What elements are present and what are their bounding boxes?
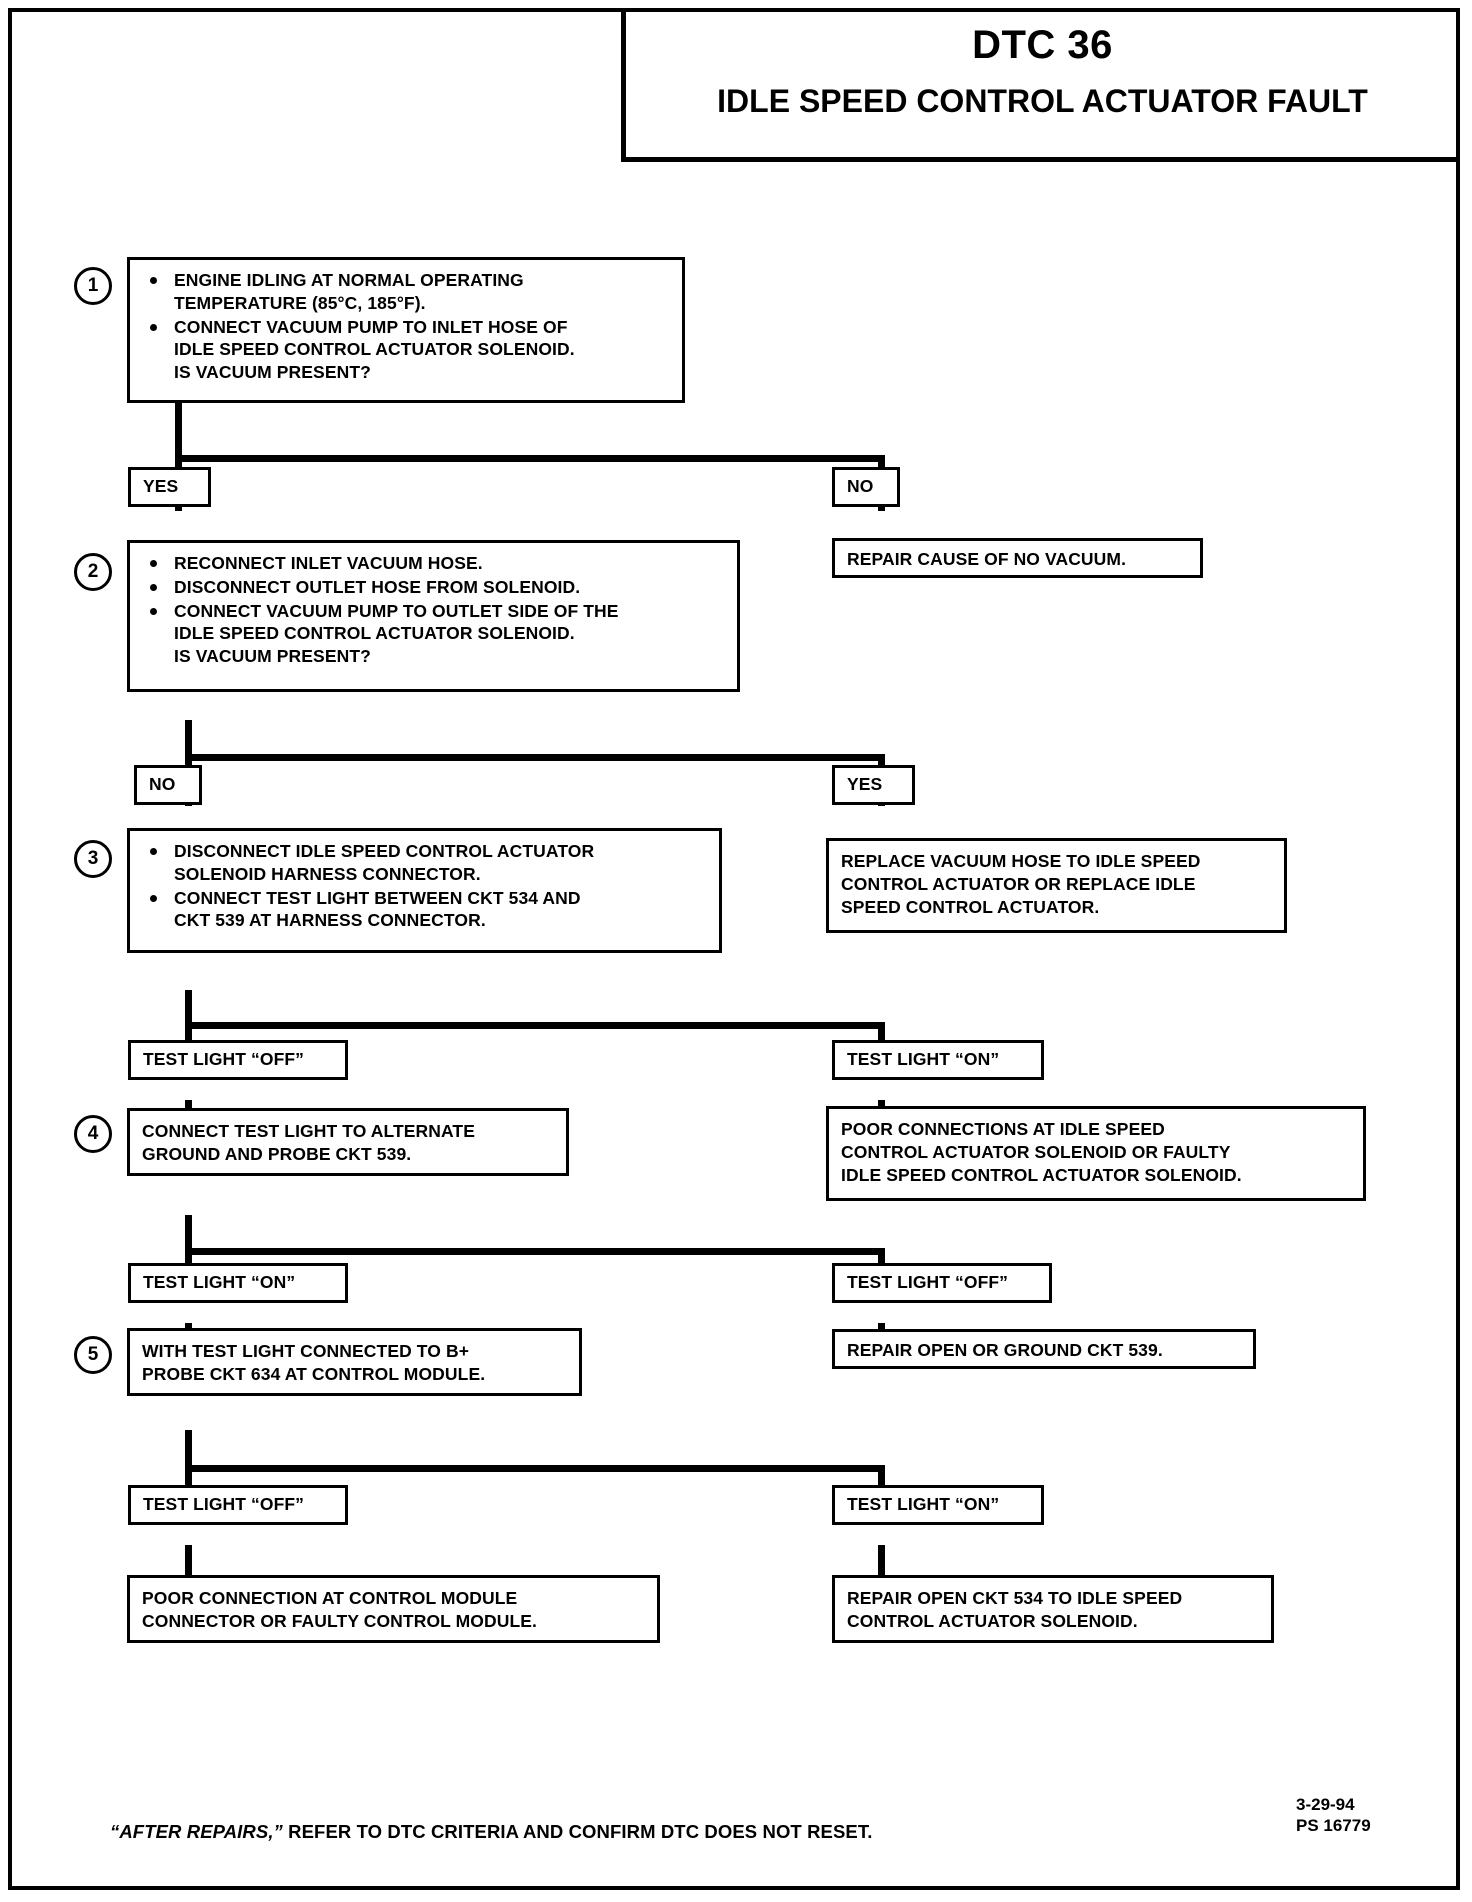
step-3-box: DISCONNECT IDLE SPEED CONTROL ACTUATOR S… [127, 828, 722, 953]
label-test-light-off-1: TEST LIGHT “OFF” [128, 1040, 348, 1080]
step-2-bullet-2: DISCONNECT OUTLET HOSE FROM SOLENOID. [142, 576, 727, 599]
connector-step2-branch [185, 754, 885, 761]
step-1-bullet-2: CONNECT VACUUM PUMP TO INLET HOSE OF IDL… [142, 316, 672, 384]
label-test-light-on-1: TEST LIGHT “ON” [832, 1040, 1044, 1080]
result-poor-connection-control-module: POOR CONNECTION AT CONTROL MODULE CONNEC… [127, 1575, 660, 1643]
label-yes-1: YES [128, 467, 211, 507]
label-no-1: NO [832, 467, 900, 507]
step-1-bullet-1: ENGINE IDLING AT NORMAL OPERATING TEMPER… [142, 269, 672, 315]
result-replace-vacuum-hose: REPLACE VACUUM HOSE TO IDLE SPEED CONTRO… [826, 838, 1287, 933]
footer-note: “AFTER REPAIRS,” REFER TO DTC CRITERIA A… [110, 1821, 872, 1843]
footer-date: 3-29-94 [1296, 1795, 1355, 1814]
label-test-light-on-2: TEST LIGHT “ON” [128, 1263, 348, 1303]
connector-step4-branch [185, 1248, 885, 1255]
footer-doc-id: PS 16779 [1296, 1816, 1371, 1836]
connector-step1-branch [175, 455, 885, 462]
result-repair-open-534: REPAIR OPEN CKT 534 TO IDLE SPEED CONTRO… [832, 1575, 1274, 1643]
footer-note-emphasis: “AFTER REPAIRS,” [110, 1821, 283, 1842]
connector-step4-down [185, 1215, 192, 1277]
footer-note-text: REFER TO DTC CRITERIA AND CONFIRM DTC DO… [282, 1821, 873, 1842]
label-yes-2: YES [832, 765, 915, 805]
connector-step3-down [185, 990, 192, 1052]
result-repair-no-vacuum: REPAIR CAUSE OF NO VACUUM. [832, 538, 1203, 578]
step-3-bullet-1: DISCONNECT IDLE SPEED CONTROL ACTUATOR S… [142, 840, 709, 886]
dtc-code: DTC 36 [972, 23, 1113, 67]
label-test-light-off-3: TEST LIGHT “OFF” [128, 1485, 348, 1525]
connector-tlon3-to-result [878, 1545, 885, 1585]
connector-tloff3-to-result [185, 1545, 192, 1585]
step-2-box: RECONNECT INLET VACUUM HOSE. DISCONNECT … [127, 540, 740, 692]
step-number-2: 2 [74, 553, 112, 591]
title-block: DTC 36 IDLE SPEED CONTROL ACTUATOR FAULT [621, 10, 1459, 162]
step-number-4: 4 [74, 1115, 112, 1153]
connector-step3-branch [185, 1022, 885, 1029]
step-1-box: ENGINE IDLING AT NORMAL OPERATING TEMPER… [127, 257, 685, 403]
step-3-bullet-2: CONNECT TEST LIGHT BETWEEN CKT 534 AND C… [142, 887, 709, 933]
step-number-1: 1 [74, 267, 112, 305]
page-border [8, 8, 1460, 1890]
result-repair-open-539: REPAIR OPEN OR GROUND CKT 539. [832, 1329, 1256, 1369]
step-2-bullet-3: CONNECT VACUUM PUMP TO OUTLET SIDE OF TH… [142, 600, 727, 668]
label-no-2: NO [134, 765, 202, 805]
connector-step2-down [185, 720, 192, 778]
connector-step5-down [185, 1430, 192, 1492]
connector-step5-branch [185, 1465, 885, 1472]
step-number-5: 5 [74, 1336, 112, 1374]
result-poor-connections-solenoid: POOR CONNECTIONS AT IDLE SPEED CONTROL A… [826, 1106, 1366, 1201]
label-test-light-on-3: TEST LIGHT “ON” [832, 1485, 1044, 1525]
step-4-box: CONNECT TEST LIGHT TO ALTERNATE GROUND A… [127, 1108, 569, 1176]
connector-step1-down [175, 400, 182, 462]
footer-meta: 3-29-94 PS 16779 [1296, 1794, 1371, 1837]
step-2-bullet-1: RECONNECT INLET VACUUM HOSE. [142, 552, 727, 575]
label-test-light-off-2: TEST LIGHT “OFF” [832, 1263, 1052, 1303]
step-number-3: 3 [74, 840, 112, 878]
dtc-title: IDLE SPEED CONTROL ACTUATOR FAULT [717, 83, 1368, 119]
step-5-box: WITH TEST LIGHT CONNECTED TO B+ PROBE CK… [127, 1328, 582, 1396]
